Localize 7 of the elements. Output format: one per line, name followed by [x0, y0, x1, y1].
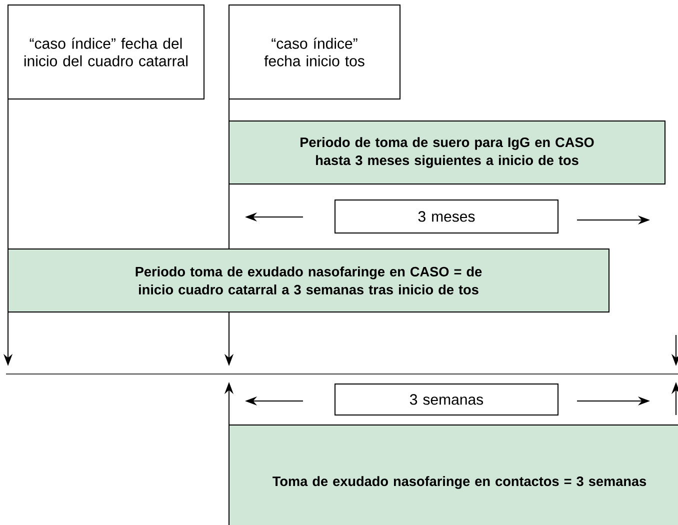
period-box: Toma de exudado nasofaringe en contactos = 3 semanas — [228, 424, 678, 525]
label-box: 3 meses — [334, 200, 558, 234]
period-box: Periodo de toma de suero para IgG en CASO hasta 3 meses siguientes a inicio de tos — [228, 120, 666, 184]
label-box: “caso índice” fecha del inicio del cuadro catarral — [8, 4, 204, 100]
label-box: 3 semanas — [334, 384, 558, 416]
period-box: Periodo toma de exudado nasofaringe en CASO = de inicio cuadro catarral a 3 semanas tras inicio de tos — [8, 248, 610, 312]
label-box: “caso índice” fecha inicio tos — [228, 4, 400, 100]
